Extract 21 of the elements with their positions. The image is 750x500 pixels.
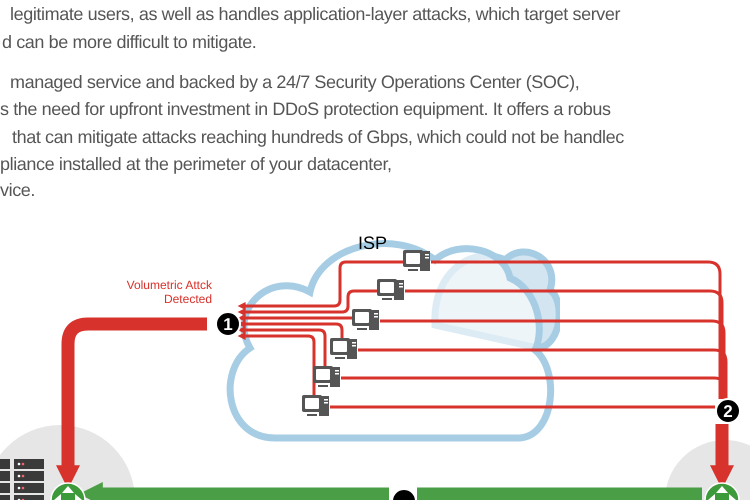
paragraph-text: that can mitigate attacks reaching hundreds of Gbps, which could not be handlec [12, 126, 624, 149]
computer-icon [403, 250, 431, 273]
computer-icon [302, 395, 330, 418]
annotation-text: Volumetric Attck Detected [126, 278, 212, 306]
paragraph-text: pliance installed at the perimeter of your datacenter, [0, 153, 392, 176]
computer-icon [352, 309, 380, 332]
step-number-badge: 1 [215, 311, 241, 337]
paragraph-text: d can be more difficult to mitigate. [2, 31, 256, 54]
paragraph-text: legitimate users, as well as handles application-layer attacks, which target server [10, 3, 620, 26]
arrow [238, 290, 377, 316]
paragraph-text: vice. [0, 179, 36, 202]
computer-icon [377, 279, 405, 302]
arrow [238, 260, 403, 310]
paragraph-text: managed service and backed by a 24/7 Security Operations Center (SOC), [10, 71, 580, 94]
arrow [238, 332, 316, 395]
computer-icon [313, 366, 341, 389]
paragraph-text: s the need for upfront investment in DDoS protection equipment. It offers a robus [0, 98, 611, 121]
step-number-badge: 2 [715, 398, 741, 424]
cloud-label: ISP [358, 232, 388, 255]
server-rack-icon [0, 457, 44, 500]
computer-icon [330, 338, 358, 361]
